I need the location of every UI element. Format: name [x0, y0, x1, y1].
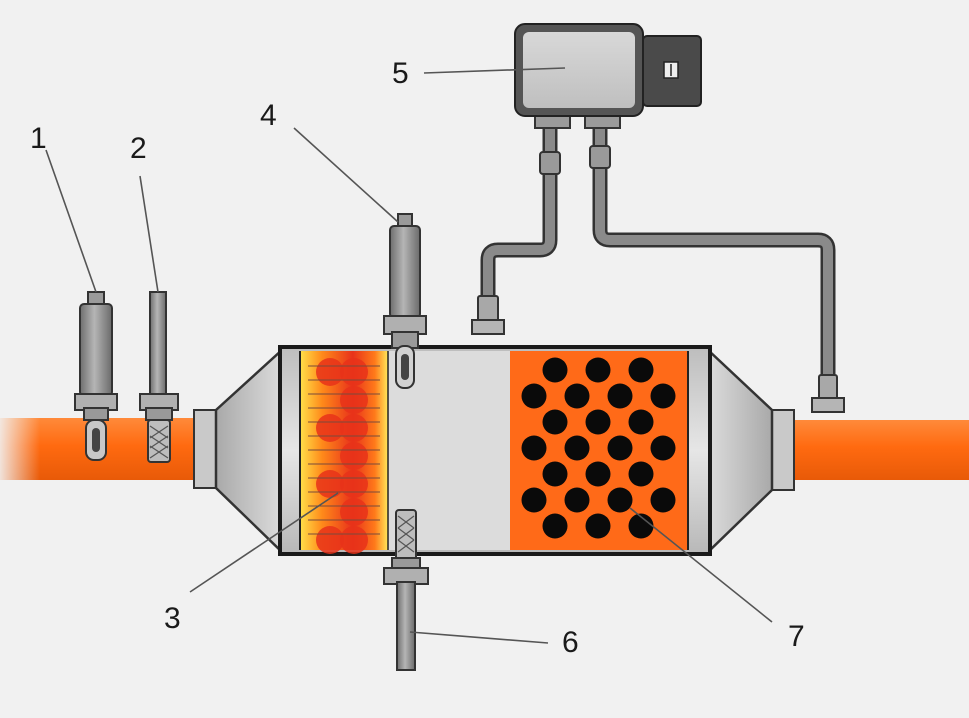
catalyst-cells	[316, 358, 368, 554]
sensor-6-mesh	[397, 515, 415, 553]
filter-channel	[585, 461, 611, 487]
filter-channel	[542, 409, 568, 435]
sensor-2	[139, 291, 179, 463]
exhaust-pipe-outlet	[790, 420, 969, 480]
catalyst-cell	[316, 470, 344, 498]
filter-channel	[542, 513, 568, 539]
leader-7	[629, 507, 773, 623]
filter-channel	[585, 409, 611, 435]
callout-3: 3	[164, 602, 181, 635]
filter-channel	[585, 357, 611, 383]
sensor-2-mesh	[149, 425, 169, 459]
inlet-cone	[214, 347, 284, 555]
particulate-filter	[510, 351, 689, 550]
leader-1	[45, 149, 97, 293]
filter-channels	[521, 357, 676, 539]
filter-channel	[607, 435, 633, 461]
catalyst-cell	[316, 526, 344, 554]
pressure-hoses	[471, 122, 845, 413]
outlet-cone	[706, 347, 774, 555]
leader-4	[293, 127, 399, 223]
leader-5	[423, 67, 566, 74]
differential-pressure-sensor	[514, 23, 702, 129]
filter-channel	[628, 409, 654, 435]
filter-channel	[564, 383, 590, 409]
filter-channel	[650, 487, 676, 513]
filter-channel	[521, 383, 547, 409]
catalyst-cell	[316, 414, 344, 442]
filter-channel	[628, 461, 654, 487]
filter-channel	[628, 357, 654, 383]
callout-2: 2	[130, 132, 147, 165]
callout-4: 4	[260, 99, 277, 132]
filter-channel	[542, 357, 568, 383]
leader-2	[139, 175, 159, 293]
filter-channel	[585, 513, 611, 539]
filter-channel	[607, 383, 633, 409]
callout-7: 7	[788, 620, 805, 653]
callout-labels: 1 2 3 4 5 6 7	[30, 57, 805, 659]
filter-channel	[542, 461, 568, 487]
sensor-1	[74, 291, 118, 461]
catalyst-cell	[340, 498, 368, 526]
catalyst-cell	[340, 526, 368, 554]
catalyst-cell	[340, 470, 368, 498]
catalyst-cell	[340, 386, 368, 414]
leader-lines	[45, 67, 773, 644]
filter-channel	[564, 487, 590, 513]
callout-6: 6	[562, 626, 579, 659]
filter-channel	[521, 435, 547, 461]
catalyst-cell	[340, 414, 368, 442]
callout-5: 5	[392, 57, 409, 90]
inlet-collar	[193, 409, 217, 489]
sensor-4	[383, 213, 427, 389]
catalyst-cell	[340, 442, 368, 470]
filter-channel	[650, 383, 676, 409]
catalyst-cell	[340, 358, 368, 386]
filter-channel	[650, 435, 676, 461]
callout-1: 1	[30, 122, 47, 155]
leader-6	[409, 631, 549, 644]
filter-channel	[628, 513, 654, 539]
filter-channel	[521, 487, 547, 513]
filter-channel	[564, 435, 590, 461]
filter-channel	[607, 487, 633, 513]
leader-3	[189, 492, 339, 593]
sensor-6	[383, 509, 429, 671]
oxidation-catalyst	[299, 351, 389, 554]
catalyst-cell	[316, 358, 344, 386]
outlet-collar	[771, 409, 795, 491]
